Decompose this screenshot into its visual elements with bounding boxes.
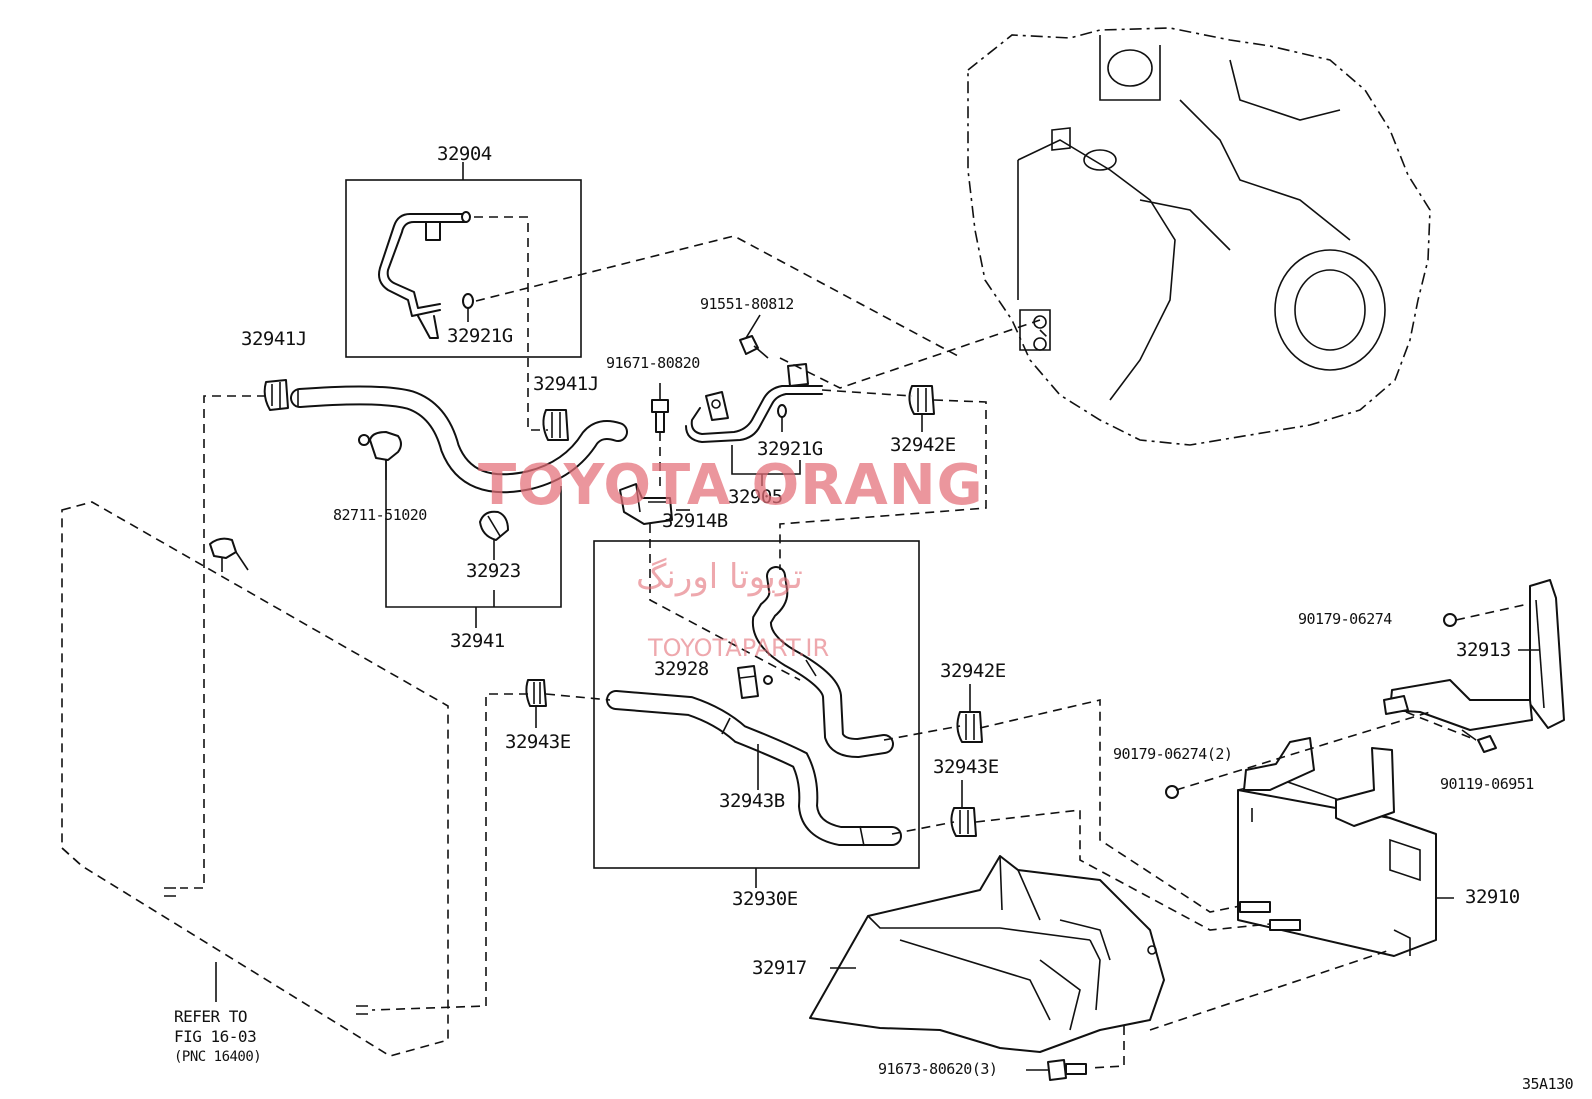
hose-32941-drawing [263,379,628,628]
callout-90119-06951: 90119-06951 [1440,775,1534,793]
reference-note: REFER TO FIG 16-03 (PNC 16400) [174,1007,262,1067]
callout-91551-80812: 91551-80812 [700,295,794,313]
callout-32942E-top: 32942E [890,434,956,456]
cooler-32910-drawing [1237,737,1454,957]
clamp-32942E-top-drawing [908,385,935,432]
duct-32917-drawing [809,855,1165,1081]
box-32904 [345,162,582,358]
callout-90179-06274-qty2: 90179-06274(2) [1113,745,1233,763]
dashed-leader-lines [180,216,1529,1069]
watermark-brand: TOYOTA ORANG [478,453,984,518]
watermark-farsi: تویوتا اورنگ [636,557,803,597]
callout-32941J-left: 32941J [241,328,307,350]
callout-32905: 32905 [728,486,783,508]
callout-32921G-mid: 32921G [757,438,823,460]
callout-32923: 32923 [466,560,521,582]
clip-32914B-drawing [619,483,690,525]
callout-32913: 32913 [1456,639,1511,661]
reference-note-line3: (PNC 16400) [174,1049,262,1065]
callout-32928: 32928 [654,658,709,680]
watermark-url: TOYOTAPART.IR [648,634,830,662]
callout-32930E: 32930E [732,888,798,910]
callout-32941: 32941 [450,630,505,652]
callout-90179-06274: 90179-06274 [1298,610,1392,628]
callout-32917: 32917 [752,957,807,979]
callout-82711-51020: 82711-51020 [333,506,427,524]
pipe-32905-drawing [651,314,823,486]
callout-91671-80820: 91671-80820 [606,354,700,372]
figure-id: 35A130 [1522,1075,1574,1093]
callout-32914B: 32914B [662,510,728,532]
callout-32943E-mid: 32943E [933,756,999,778]
reference-note-line2: FIG 16-03 [174,1027,257,1046]
callout-32943E-left: 32943E [505,731,571,753]
callout-32941J-mid: 32941J [533,373,599,395]
box-32930E [593,540,920,888]
radiator-outline [61,501,449,1057]
bracket-32913-drawing [1165,579,1565,799]
callout-32943B: 32943B [719,790,785,812]
callout-32942E-mid: 32942E [940,660,1006,682]
callout-32904: 32904 [437,143,492,165]
callout-32921G-top: 32921G [447,325,513,347]
clamps-middle-drawing [525,679,983,837]
callout-91673-80620-qty3: 91673-80620(3) [878,1060,998,1078]
transmission-outline [967,27,1431,446]
reference-note-line1: REFER TO [174,1007,248,1026]
callout-32910: 32910 [1465,886,1520,908]
